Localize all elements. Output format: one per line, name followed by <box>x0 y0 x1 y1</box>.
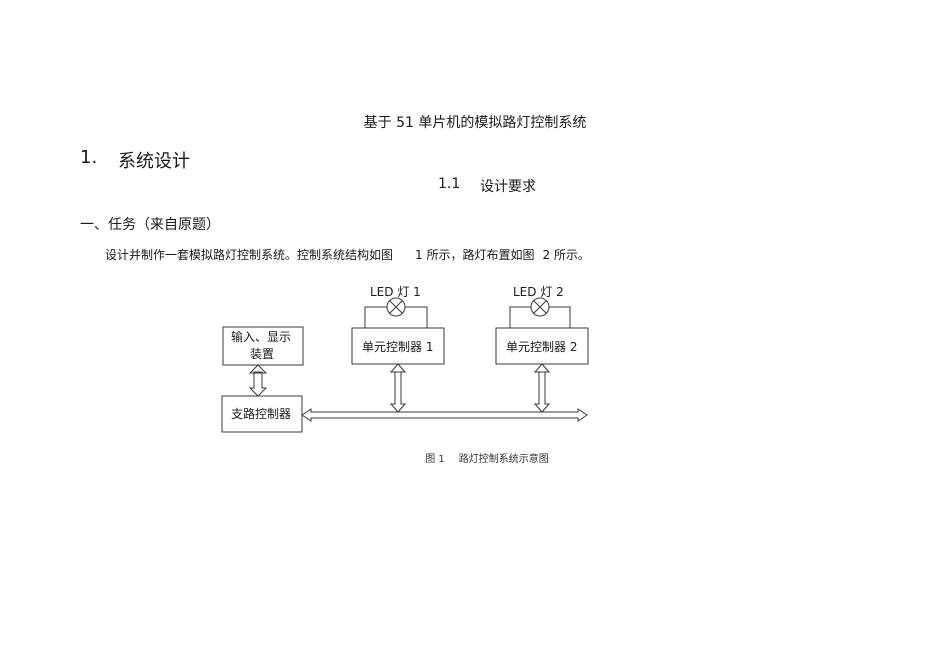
unit1-bus-arrow <box>389 363 407 413</box>
paragraph-part-2: 1 所示，路灯布置如图 <box>415 248 535 262</box>
lamp-2-label: LED 灯 2 <box>513 285 564 299</box>
io-branch-bus-arrow <box>248 364 268 397</box>
lamp-1-label: LED 灯 1 <box>370 285 421 299</box>
branch-controller-label: 支路控制器 <box>231 406 291 421</box>
paragraph-part-1: 设计并制作一套模拟路灯控制系统。控制系统结构如图 <box>105 248 394 262</box>
unit-controller-1-label: 单元控制器 1 <box>362 340 433 354</box>
document-title: 基于 51 单片机的模拟路灯控制系统 <box>363 115 587 131</box>
led-lamp-1-circuit <box>364 297 428 328</box>
task-heading: 一、任务（来自原题） <box>80 217 220 233</box>
io-box-label-line2: 装置 <box>250 347 274 361</box>
unit2-bus-arrow <box>533 363 551 413</box>
subsection-title: 设计要求 <box>480 179 536 195</box>
io-display-box <box>222 326 304 366</box>
figure-number: 图 1 <box>425 454 445 465</box>
main-bus-arrow <box>301 408 588 422</box>
section-title: 系统设计 <box>118 151 190 172</box>
branch-controller-box <box>221 395 303 433</box>
subsection-number: 1.1 <box>438 176 461 192</box>
paragraph-part-3: 2 所示。 <box>542 248 590 262</box>
section-number: 1. <box>80 147 98 168</box>
figure-caption: 图 1 路灯控制系统示意图 <box>12 450 950 465</box>
led-lamp-2-circuit <box>509 297 571 328</box>
task-paragraph: 设计并制作一套模拟路灯控制系统。控制系统结构如图 1 所示，路灯布置如图 2 所示。 <box>105 246 590 263</box>
figure-caption-text: 路灯控制系统示意图 <box>458 454 549 465</box>
unit-controller-2-label: 单元控制器 2 <box>506 340 577 354</box>
io-box-label-line1: 输入、显示 <box>231 329 291 344</box>
